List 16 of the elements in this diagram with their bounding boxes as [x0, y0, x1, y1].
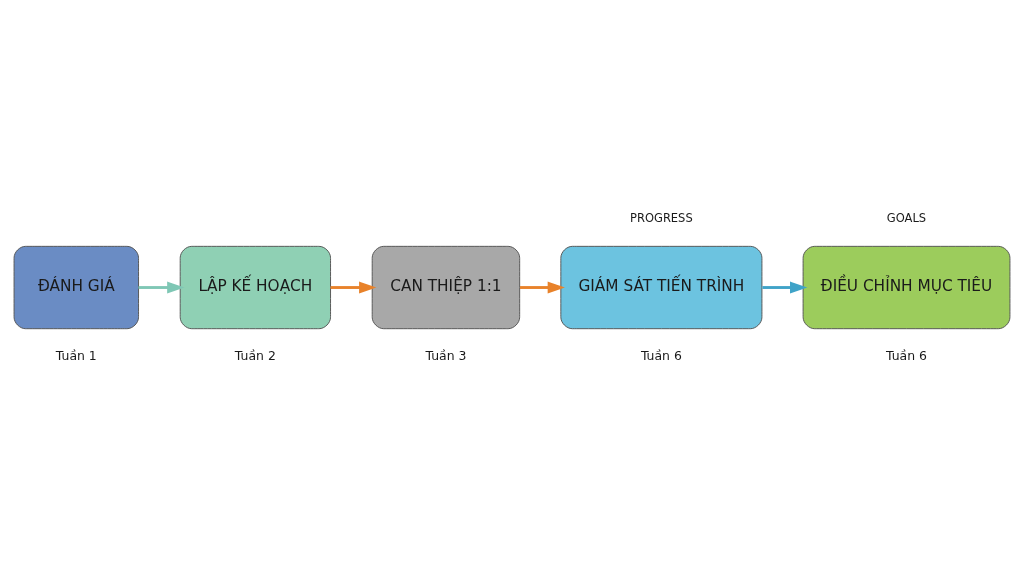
arrow	[330, 281, 377, 294]
node-box: ĐIỀU CHỈNH MỤC TIÊU	[802, 245, 1011, 330]
arrow	[762, 281, 808, 294]
node-label: Tuần 2	[234, 347, 276, 363]
label: PROGRESS	[630, 211, 693, 226]
arrow	[138, 281, 185, 294]
node-label: Tuần 3	[425, 347, 467, 363]
node-label: Tuần 6	[640, 347, 682, 363]
node-box: LẬP KẾ HOẠCH	[179, 245, 332, 330]
node-box: ĐÁNH GIÁ	[13, 245, 140, 330]
node-box: GIÁM SÁT TIẾN TRÌNH	[560, 245, 763, 330]
arrow	[520, 281, 565, 294]
node-box: CAN THIỆP 1:1	[371, 245, 521, 330]
node-label: Tuần 6	[886, 347, 928, 363]
node-label: Tuần 1	[55, 347, 97, 363]
label: GOALS	[886, 211, 927, 226]
